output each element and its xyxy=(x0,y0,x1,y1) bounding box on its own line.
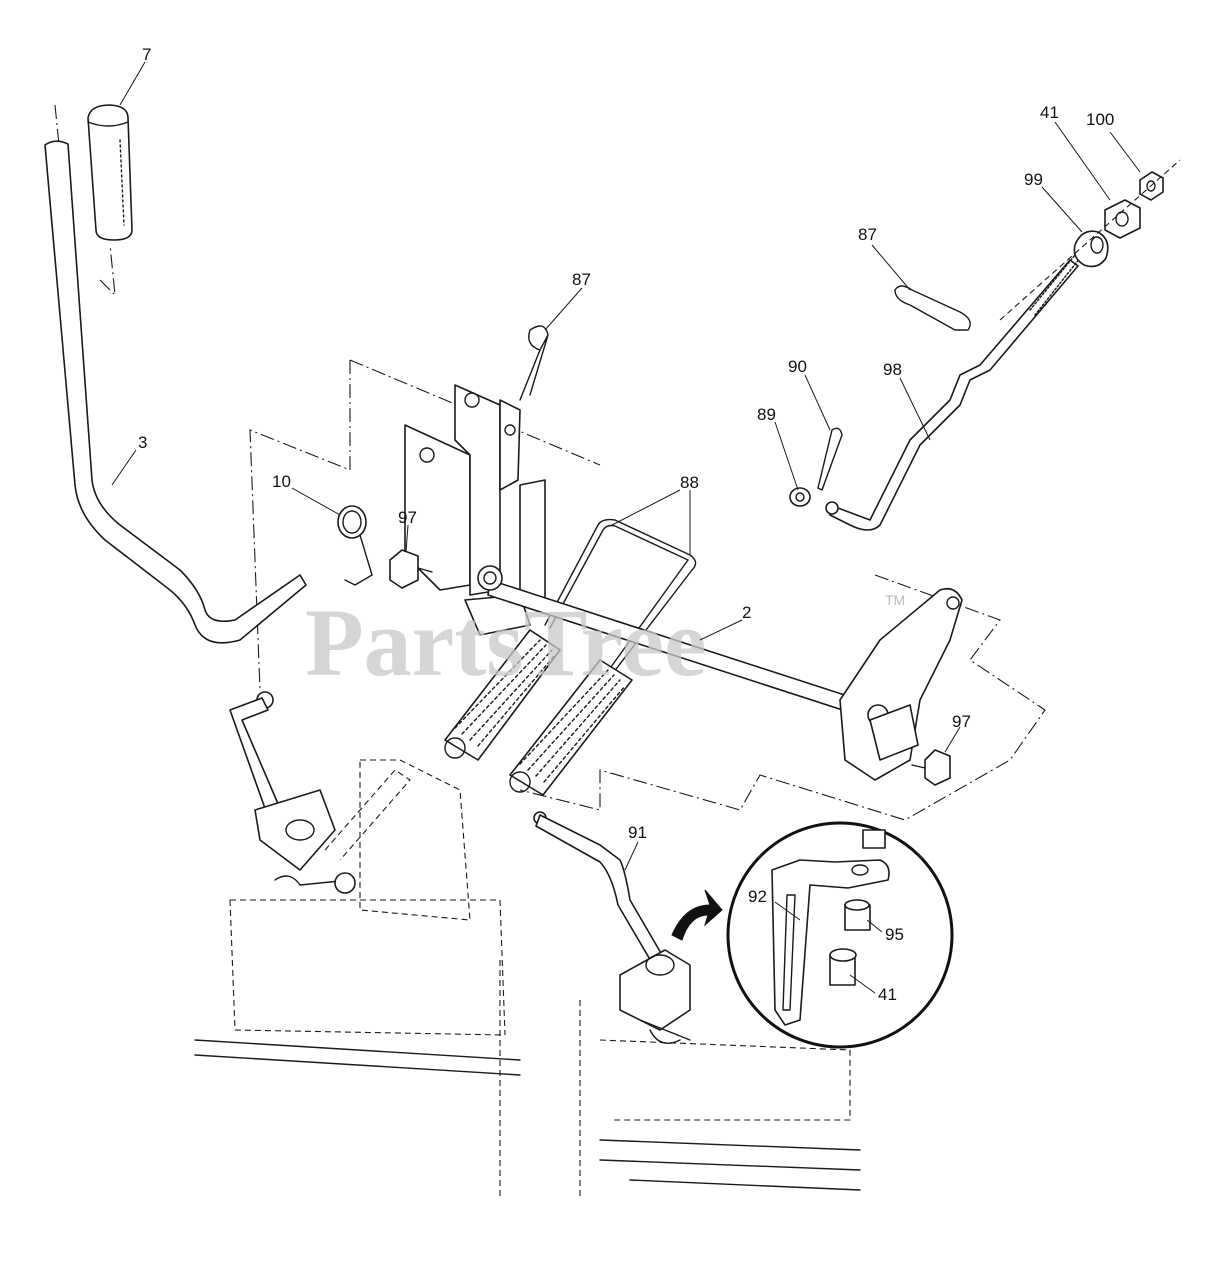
leader-lines xyxy=(111,61,1141,994)
torsion-spring xyxy=(337,505,373,586)
callout-100: 100 xyxy=(1086,110,1114,129)
callout-92: 92 xyxy=(748,887,767,906)
callout-41-top: 41 xyxy=(1040,103,1059,122)
left-lower-link xyxy=(229,691,411,894)
hairpin-clip-right xyxy=(894,285,971,331)
chassis-outline xyxy=(194,759,861,1200)
callout-labels: 7 3 10 97 87 88 2 97 91 92 95 41 41 100 … xyxy=(138,45,1114,1004)
callout-10: 10 xyxy=(272,472,291,491)
hardware-centerline xyxy=(999,159,1181,321)
callout-7: 7 xyxy=(142,45,151,64)
callout-91: 91 xyxy=(628,823,647,842)
handle-grip xyxy=(87,104,133,241)
callout-99: 99 xyxy=(1024,170,1043,189)
detail-arrow xyxy=(671,889,723,941)
adjustment-rod xyxy=(825,254,1081,531)
bolt-left xyxy=(389,549,433,589)
callout-90: 90 xyxy=(788,357,807,376)
callout-98: 98 xyxy=(883,360,902,379)
svg-text:TM: TM xyxy=(885,592,905,608)
mounting-bracket xyxy=(404,384,546,636)
callout-3: 3 xyxy=(138,433,147,452)
washer xyxy=(789,487,811,507)
callout-97-right: 97 xyxy=(952,712,971,731)
hairpin-clip-center xyxy=(519,325,549,401)
callout-41-detail: 41 xyxy=(878,985,897,1004)
watermark: PartsTree TM xyxy=(305,589,905,696)
callout-89: 89 xyxy=(757,405,776,424)
callout-95: 95 xyxy=(885,925,904,944)
svg-text:PartsTree: PartsTree xyxy=(305,589,707,696)
callout-97-left: 97 xyxy=(398,508,417,527)
spring-hook-rod xyxy=(544,518,697,691)
spacer xyxy=(1073,230,1109,268)
callout-87-center: 87 xyxy=(572,270,591,289)
extension-springs xyxy=(444,629,633,796)
lift-lever xyxy=(44,140,307,644)
callout-87-right: 87 xyxy=(858,225,877,244)
callout-2: 2 xyxy=(742,603,751,622)
bolt-right xyxy=(911,749,951,786)
right-side-bracket xyxy=(839,587,963,781)
cotter-pin xyxy=(817,427,843,491)
detail-view xyxy=(726,821,954,1049)
callout-88: 88 xyxy=(680,473,699,492)
mounting-boundaries xyxy=(54,104,1046,821)
nut-top xyxy=(1104,199,1141,239)
lift-link xyxy=(533,811,691,1044)
